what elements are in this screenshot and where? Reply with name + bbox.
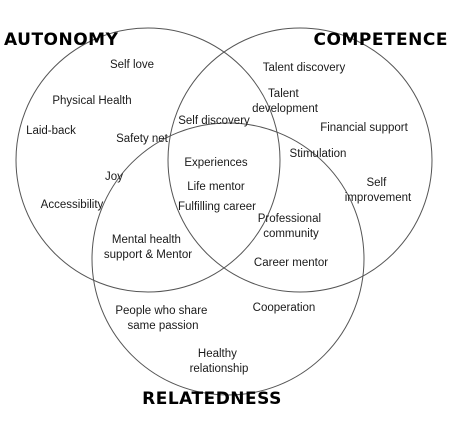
item-laid-back: Laid-back [26, 125, 76, 137]
item-career-mentor: Career mentor [254, 257, 328, 269]
item-healthy-relationship: Healthy relationship [190, 348, 249, 375]
item-people-who-share-passion-line-1: People who share [115, 305, 207, 317]
item-stimulation: Stimulation [290, 148, 347, 160]
item-cooperation: Cooperation [253, 302, 316, 314]
item-joy: Joy [105, 171, 123, 183]
item-talent-development-line-2: development [252, 103, 319, 115]
autonomy-circle [15, 27, 281, 293]
item-life-mentor: Life mentor [187, 181, 245, 193]
relatedness-circle [91, 122, 365, 396]
item-healthy-relationship-line-2: relationship [190, 363, 249, 375]
item-physical-health: Physical Health [52, 95, 131, 107]
item-self-improvement-line-1: Self [366, 177, 387, 189]
item-healthy-relationship-line-1: Healthy [198, 348, 237, 360]
item-people-who-share-passion: People who share same passion [115, 305, 210, 332]
item-experiences: Experiences [184, 157, 248, 169]
item-people-who-share-passion-line-2: same passion [128, 320, 199, 332]
item-safety-net: Safety net [116, 133, 169, 145]
item-accessibility: Accessibility [41, 199, 104, 211]
item-talent-discovery: Talent discovery [263, 62, 346, 74]
item-mental-health-support: Mental health support & Mentor [104, 234, 192, 261]
item-talent-development: Talent development [252, 88, 319, 115]
competence-title: COMPETENCE [314, 30, 448, 50]
item-fulfilling-career: Fulfilling career [178, 201, 256, 213]
item-self-improvement-line-2: improvement [345, 192, 412, 204]
item-financial-support: Financial support [320, 122, 408, 134]
item-mental-health-support-line-1: Mental health [112, 234, 181, 246]
item-talent-development-line-1: Talent [268, 88, 299, 100]
item-professional-community-line-2: community [263, 228, 319, 240]
item-professional-community-line-1: Professional [258, 213, 321, 225]
item-self-improvement: Self improvement [345, 177, 412, 204]
item-self-discovery: Self discovery [178, 115, 250, 127]
competence-circle [167, 27, 433, 293]
item-mental-health-support-line-2: support & Mentor [104, 249, 192, 261]
autonomy-title: AUTONOMY [4, 30, 119, 50]
relatedness-title: RELATEDNESS [142, 389, 282, 409]
item-self-love: Self love [110, 59, 154, 71]
item-professional-community: Professional community [258, 213, 325, 240]
